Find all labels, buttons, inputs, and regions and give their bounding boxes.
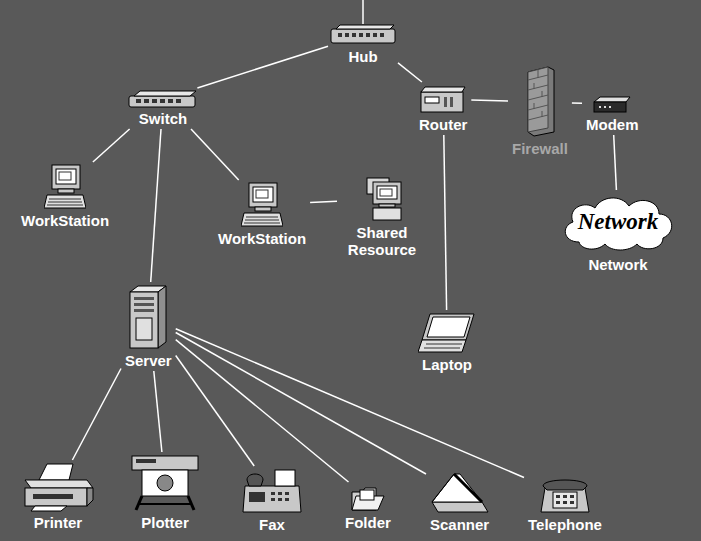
device-icon [21,462,95,512]
device-icon [350,484,386,512]
device-icon [130,454,200,512]
network-link [614,135,617,190]
device-label: Hub [346,48,379,65]
network-link [176,329,524,478]
device-icon [418,312,476,354]
device-label: Plotter [139,514,191,531]
device-icon [361,176,403,222]
workstation-node: WorkStation [216,182,308,247]
device-icon [430,472,490,514]
shared-resource-node: Shared Resource [339,176,425,258]
device-icon [130,454,200,512]
device-icon [539,476,591,514]
network-link [572,102,582,104]
device-label: Firewall [510,140,570,157]
device-icon [44,164,86,210]
firewall-node: Firewall [510,66,570,157]
device-label: Switch [137,110,189,127]
device-label: Router [417,116,469,133]
network-link [176,340,349,482]
device-label: Fax [257,516,287,533]
folder-node: Folder [343,484,393,531]
printer-node: Printer [21,462,95,531]
device-icon [591,94,633,114]
network-link [176,333,426,475]
device-icon [21,462,95,512]
device-icon [420,84,466,114]
device-icon [418,312,476,354]
network-link [72,369,121,461]
switch-node: Switch [128,90,198,127]
device-label: Printer [32,514,84,531]
device-icon [241,468,303,514]
device-label: Server [123,352,174,369]
device-icon [539,476,591,514]
device-icon [241,182,283,228]
device-icon [44,164,86,210]
network-link [151,129,161,282]
network-link [444,135,447,310]
device-label: Laptop [420,356,474,373]
device-icon [128,284,168,350]
device-icon [128,90,198,108]
plotter-node: Plotter [130,454,200,531]
device-icon [591,94,633,114]
router-node: Router [417,84,469,133]
device-icon [330,24,396,46]
device-icon [128,284,168,350]
device-icon [330,24,396,46]
network-link [154,371,162,452]
device-label: WorkStation [216,230,308,247]
device-label: Network [586,256,649,273]
network-link [197,46,328,88]
device-icon [350,484,386,512]
network-link [93,129,130,162]
laptop-node: Laptop [418,312,476,373]
device-label: Folder [343,514,393,531]
device-icon [420,84,466,114]
hub-node: Hub [330,24,396,65]
network-link [398,63,422,82]
fax-node: Fax [241,468,303,533]
device-label: Modem [584,116,641,133]
device-icon: Network [559,192,677,254]
device-icon [524,66,556,138]
network-link [310,201,337,202]
device-icon [430,472,490,514]
device-label: Scanner [428,516,491,533]
network-cloud: NetworkNetwork [559,192,677,273]
device-icon [524,66,556,138]
telephone-node: Telephone [526,476,604,533]
server-node: Server [123,284,174,369]
device-icon [241,468,303,514]
device-label: Telephone [526,516,604,533]
device-label: Shared Resource [339,224,425,258]
device-icon [128,90,198,108]
device-label: WorkStation [19,212,111,229]
workstation-node: WorkStation [19,164,111,229]
device-icon [241,182,283,228]
device-icon [361,176,403,222]
scanner-node: Scanner [428,472,491,533]
cloud-text: Network [559,209,677,235]
network-link [191,129,239,180]
modem-node: Modem [584,94,641,133]
network-link [471,100,508,101]
